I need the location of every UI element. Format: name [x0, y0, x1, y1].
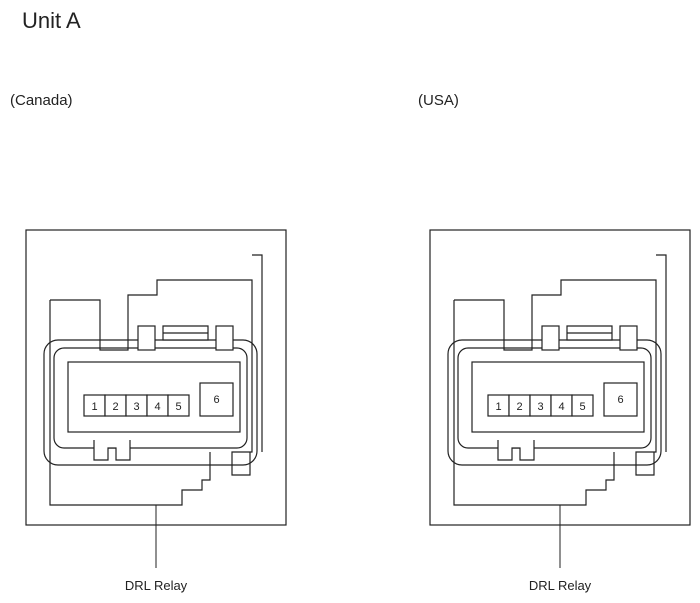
pin-number: 6	[213, 394, 219, 406]
connector-canada: 1 2 3 4 5 6 DRL Relay	[25, 229, 287, 593]
pin-number: 2	[516, 401, 522, 413]
pin-number: 3	[537, 401, 543, 413]
pin-number: 5	[175, 401, 181, 413]
connector-label: DRL Relay	[529, 578, 592, 593]
page-title: Unit A	[22, 8, 81, 33]
pin-cell	[199, 382, 234, 417]
pin-number: 4	[154, 401, 160, 413]
pin-number: 4	[558, 401, 564, 413]
connector-label: DRL Relay	[125, 578, 188, 593]
pin-number: 1	[495, 401, 501, 413]
pin-number: 1	[91, 401, 97, 413]
pin-number: 6	[617, 394, 623, 406]
pin-cell	[571, 394, 594, 417]
pin-cell	[603, 382, 638, 417]
pin-cell	[167, 394, 190, 417]
region-label-usa: (USA)	[418, 92, 459, 109]
pin-number: 2	[112, 401, 118, 413]
pin-number: 5	[579, 401, 585, 413]
region-label-canada: (Canada)	[10, 92, 73, 109]
pin-number: 3	[133, 401, 139, 413]
connector-usa: 1 2 3 4 5 6 DRL Relay	[429, 229, 691, 593]
